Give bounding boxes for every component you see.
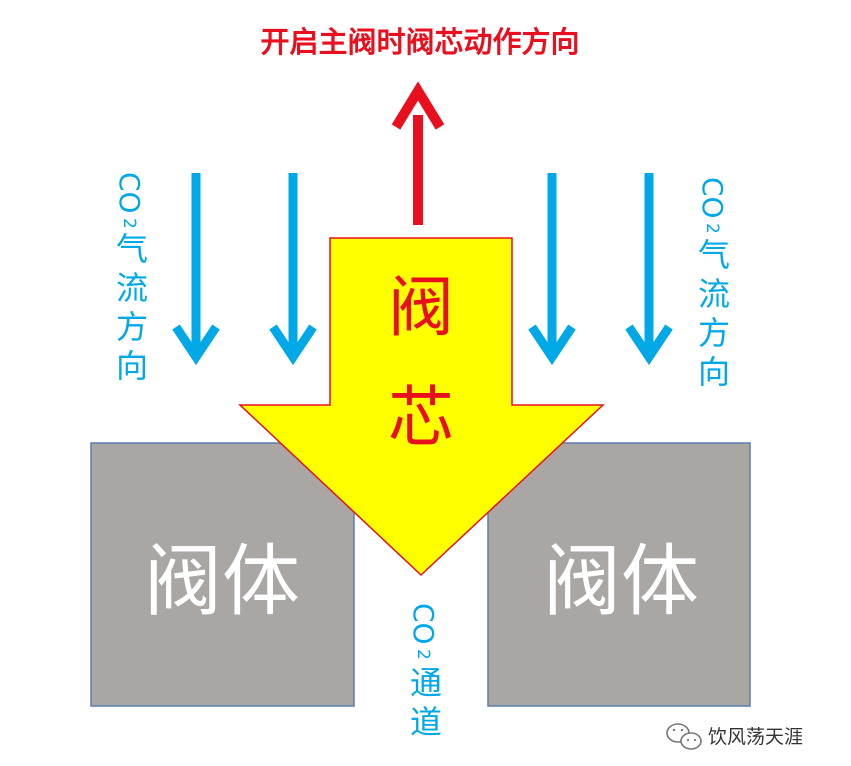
watermark: 饮风荡天涯 <box>666 723 803 750</box>
watermark-text: 饮风荡天涯 <box>708 726 803 748</box>
co2-channel-sub: 2 <box>413 649 433 660</box>
co2-flow-left-char-3: 方 <box>116 308 148 346</box>
co2-flow-arrow-3 <box>528 173 576 366</box>
valve-core-motion-arrow <box>391 81 445 225</box>
valve-body-left-label: 阀体 <box>144 537 300 627</box>
co2-flow-left-co: CO <box>113 172 146 214</box>
co2-flow-left-char-4: 向 <box>116 347 148 385</box>
co2-flow-right-sub: 2 <box>702 223 722 234</box>
co2-flow-arrow-4 <box>625 173 673 366</box>
co2-flow-left-char-1: 气 <box>116 230 148 268</box>
co2-flow-right-char-2: 流 <box>698 275 730 313</box>
co2-flow-right-char-4: 向 <box>698 353 730 391</box>
co2-flow-label-right: CO 2 气 流 方 向 <box>696 177 730 391</box>
co2-flow-left-char-2: 流 <box>116 269 148 307</box>
co2-flow-arrow-2 <box>269 173 317 366</box>
valve-core-label-1: 阀 <box>388 269 454 346</box>
co2-channel-label: CO 2 通 道 <box>407 603 442 741</box>
co2-channel-co: CO <box>407 603 440 645</box>
diagram-title: 开启主阀时阀芯动作方向 <box>260 25 579 59</box>
co2-channel-char-1: 通 <box>410 664 442 702</box>
co2-flow-right-co: CO <box>696 177 729 219</box>
co2-channel-char-2: 道 <box>410 703 442 741</box>
valve-body-left <box>90 442 355 707</box>
co2-flow-left-sub: 2 <box>119 218 139 229</box>
co2-flow-right-char-3: 方 <box>698 314 730 352</box>
wechat-icon <box>666 723 702 750</box>
co2-flow-arrow-1 <box>172 173 220 366</box>
valve-core <box>238 237 605 577</box>
valve-body-right <box>487 442 751 707</box>
valve-core-label-2: 芯 <box>388 379 454 456</box>
co2-flow-label-left: CO 2 气 流 方 向 <box>113 172 148 385</box>
valve-body-right-label: 阀体 <box>543 537 699 627</box>
co2-flow-right-char-1: 气 <box>698 236 730 274</box>
